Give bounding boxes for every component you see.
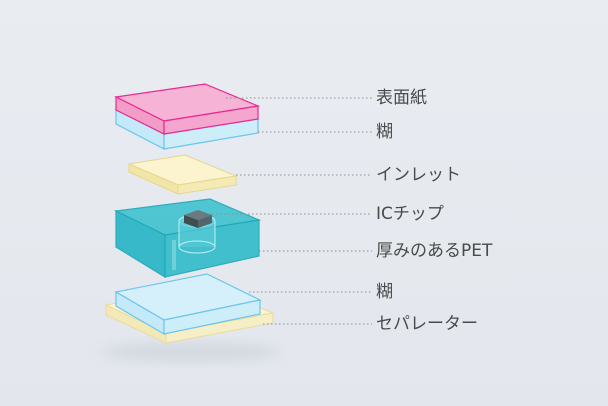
label-ic-chip: ICチップ: [376, 206, 444, 223]
label-adhesive-bottom: 糊: [376, 284, 393, 301]
label-thick-pet: 厚みのあるPET: [376, 243, 492, 260]
label-separator: セパレーター: [376, 316, 478, 333]
inlet-layer: [129, 155, 236, 194]
thick-pet-layer: [116, 199, 259, 277]
stack-shadow: [100, 342, 280, 362]
label-inlet: インレット: [376, 167, 461, 184]
label-surface-paper: 表面紙: [376, 90, 427, 107]
label-adhesive-top: 糊: [376, 124, 393, 141]
